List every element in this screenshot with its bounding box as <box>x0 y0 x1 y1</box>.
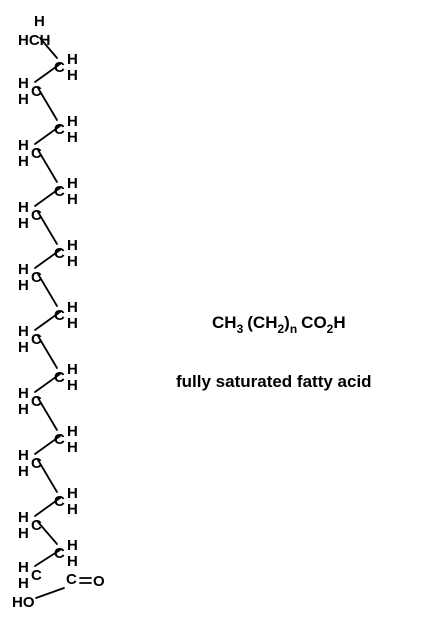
carbon-left-5: C <box>31 331 42 348</box>
carbon-right-5: C <box>54 307 65 324</box>
carbon-left-3: C <box>31 207 42 224</box>
hydrogen-right-upper-8: H <box>67 485 78 502</box>
hydrogen-right-lower-1: H <box>67 67 78 84</box>
hydrogen-left-upper-4: H <box>18 261 29 278</box>
hydrogen-left-lower-1: H <box>18 91 29 108</box>
c-c-bond-17 <box>37 521 58 545</box>
hydrogen-right-lower-8: H <box>67 501 78 518</box>
carbon-right-2: C <box>54 121 65 138</box>
c-c-bond-4 <box>34 125 61 145</box>
hydrogen-left-upper-5: H <box>18 323 29 340</box>
methyl-hydrogen-top: H <box>34 13 45 30</box>
c-c-bond-9 <box>37 273 58 307</box>
bond-lines <box>34 37 92 599</box>
hydrogen-right-lower-6: H <box>67 377 78 394</box>
hydrogen-right-lower-4: H <box>67 253 78 270</box>
carbon-right-1: C <box>54 59 65 76</box>
hydrogen-left-upper-9: H <box>18 559 29 576</box>
c-c-bond-8 <box>34 249 61 269</box>
hydrogen-left-upper-1: H <box>18 75 29 92</box>
c-c-bond-7 <box>37 211 58 245</box>
carbon-right-4: C <box>54 245 65 262</box>
carbon-left-8: C <box>31 517 42 534</box>
hydrogen-left-upper-2: H <box>18 137 29 154</box>
carbon-left-1: C <box>31 83 42 100</box>
methyl-group: HCH <box>18 32 51 49</box>
hydrogen-right-upper-7: H <box>67 423 78 440</box>
carbon-right-7: C <box>54 431 65 448</box>
hydrogen-right-upper-1: H <box>67 51 78 68</box>
c-c-bond-12 <box>34 373 61 393</box>
carbon-left-6: C <box>31 393 42 410</box>
hydrogen-right-upper-3: H <box>67 175 78 192</box>
hydrogen-right-lower-5: H <box>67 315 78 332</box>
carbon-right-8: C <box>54 493 65 510</box>
hydrogen-right-lower-7: H <box>67 439 78 456</box>
hydrogen-right-upper-6: H <box>67 361 78 378</box>
hydrogen-right-lower-3: H <box>67 191 78 208</box>
hydrogen-right-upper-4: H <box>67 237 78 254</box>
c-oh-bond <box>35 587 65 599</box>
hydrogen-left-lower-7: H <box>18 463 29 480</box>
caption: fully saturated fatty acid <box>176 372 372 391</box>
c-c-bond-5 <box>37 149 58 183</box>
hydrogen-right-lower-9: H <box>67 553 78 570</box>
c-c-bond-10 <box>34 311 61 331</box>
hydrogen-right-upper-2: H <box>67 113 78 130</box>
c-c-bond-1 <box>39 37 58 59</box>
carbonyl-oxygen: O <box>93 573 105 590</box>
c-c-bond-16 <box>34 497 61 517</box>
carbon-right-9: C <box>54 545 65 562</box>
c-c-bond-13 <box>37 397 58 431</box>
carbon-right-3: C <box>54 183 65 200</box>
hydrogen-left-lower-2: H <box>18 153 29 170</box>
c-c-bond-14 <box>34 435 61 455</box>
hydrogen-left-lower-9: H <box>18 575 29 592</box>
carboxyl-carbon: C <box>66 571 77 588</box>
c-c-bond-11 <box>37 335 58 369</box>
hydrogen-left-lower-5: H <box>18 339 29 356</box>
hydrogen-left-lower-4: H <box>18 277 29 294</box>
hydrogen-left-upper-3: H <box>18 199 29 216</box>
hydrogen-left-upper-8: H <box>18 509 29 526</box>
hydrogen-right-upper-5: H <box>67 299 78 316</box>
c-c-bond-18 <box>34 549 61 567</box>
hydrogen-left-upper-6: H <box>18 385 29 402</box>
c-c-bond-2 <box>34 63 61 83</box>
hydrogen-right-upper-9: H <box>67 537 78 554</box>
carbon-right-6: C <box>54 369 65 386</box>
hydrogen-left-lower-8: H <box>18 525 29 542</box>
hydrogen-left-lower-6: H <box>18 401 29 418</box>
carbon-left-9: C <box>31 567 42 584</box>
c-c-bond-6 <box>34 187 61 207</box>
hydrogen-left-upper-7: H <box>18 447 29 464</box>
carbon-left-7: C <box>31 455 42 472</box>
carbon-left-4: C <box>31 269 42 286</box>
carbon-left-2: C <box>31 145 42 162</box>
c-c-bond-3 <box>37 87 58 121</box>
hydrogen-right-lower-2: H <box>67 129 78 146</box>
hydrogen-left-lower-3: H <box>18 215 29 232</box>
hydroxyl-group: HO <box>12 594 35 611</box>
c-c-bond-15 <box>37 459 58 493</box>
